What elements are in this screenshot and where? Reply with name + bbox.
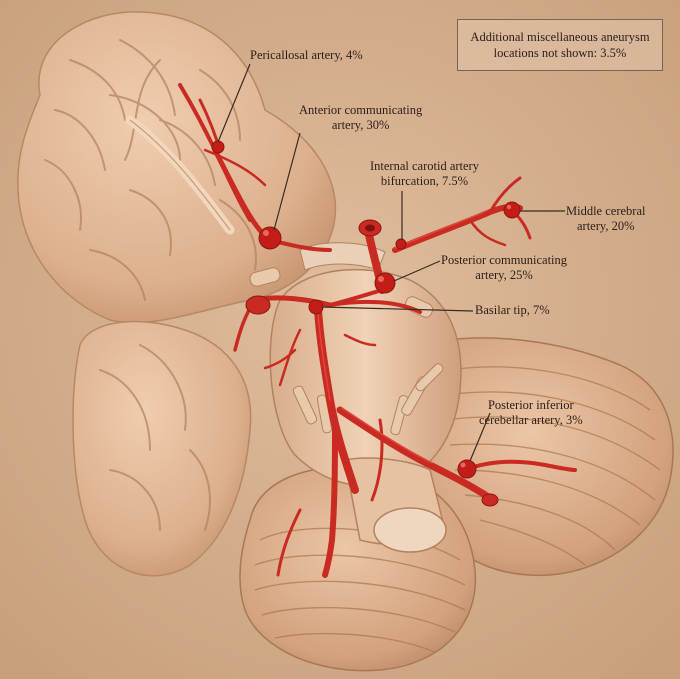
label-middle-cerebral-line-1: Middle cerebral	[566, 204, 646, 218]
aneurysm-anterior-communicating	[258, 226, 282, 250]
aneurysm-pericallosal	[211, 140, 225, 154]
label-middle-cerebral-artery: Middle cerebral artery, 20%	[566, 204, 645, 234]
cranial-nerves	[249, 267, 444, 436]
label-middle-cerebral-line-2: artery, 20%	[576, 219, 635, 233]
label-internal-carotid-bifurcation: Internal carotid artery bifurcation, 7.5…	[370, 159, 479, 189]
aneurysm-internal-carotid	[395, 238, 407, 250]
label-anterior-communicating-line-1: Anterior communicating	[299, 103, 423, 117]
label-posterior-communicating-line-1: Posterior communicating	[441, 253, 568, 267]
label-pericallosal-artery: Pericallosal artery, 4%	[250, 48, 363, 63]
label-anterior-communicating-line-2: artery, 30%	[331, 118, 390, 132]
label-posterior-communicating-artery: Posterior communicating artery, 25%	[441, 253, 567, 283]
cerebellar-folia-bottom	[254, 527, 466, 653]
note-line-1: Additional miscellaneous aneurysm	[470, 30, 650, 44]
label-internal-carotid-line-1: Internal carotid artery	[370, 159, 479, 173]
label-anterior-communicating-artery: Anterior communicating artery, 30%	[299, 103, 422, 133]
label-posterior-communicating-line-2: artery, 25%	[475, 268, 533, 282]
label-internal-carotid-line-2: bifurcation, 7.5%	[380, 174, 469, 188]
label-basilar-tip-line-1: Basilar tip, 7%	[475, 303, 550, 317]
aneurysm-pica	[457, 459, 477, 479]
leader-pericallosal	[217, 63, 251, 143]
spinal-cut	[373, 507, 447, 553]
aneurysm-middle-cerebral	[503, 201, 521, 219]
leader-posterior-communicating	[393, 260, 441, 282]
frontal-gyri	[44, 39, 257, 301]
leader-lines	[217, 63, 565, 462]
label-basilar-tip: Basilar tip, 7%	[475, 303, 550, 318]
temporal-lobe	[72, 320, 252, 577]
label-pica-line-2: cerebellar artery, 3%	[479, 413, 583, 427]
leader-anterior-communicating	[273, 132, 301, 231]
label-pericallosal-line-1: Pericallosal artery, 4%	[250, 48, 363, 62]
leader-basilar-tip	[321, 306, 474, 312]
carotid-stump-left	[245, 295, 271, 315]
temporal-gyri	[99, 344, 211, 531]
vertebral-stump	[481, 493, 499, 507]
aneurysm-posterior-communicating	[374, 272, 396, 294]
label-posterior-inferior-cerebellar-artery: Posterior inferior cerebellar artery, 3%	[479, 398, 583, 428]
leader-pica	[469, 412, 491, 462]
label-pica-line-1: Posterior inferior	[487, 398, 574, 412]
aneurysm-highlights	[263, 204, 512, 468]
aneurysm-basilar-tip	[308, 299, 324, 315]
note-line-2: locations not shown: 3.5%	[493, 46, 627, 60]
miscellaneous-locations-note: Additional miscellaneous aneurysm locati…	[457, 19, 663, 71]
